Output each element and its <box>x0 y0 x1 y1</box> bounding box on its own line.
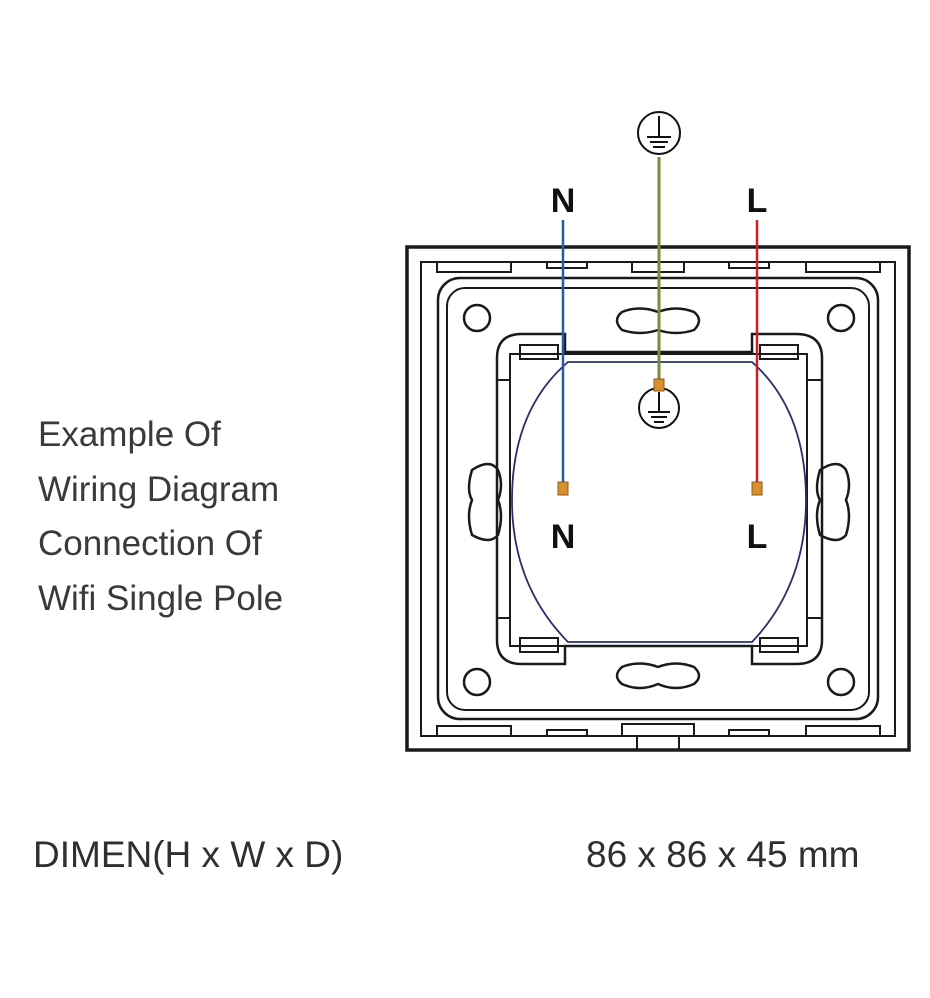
earth-ground-icon <box>637 111 681 155</box>
neutral-terminal <box>557 481 569 496</box>
neutral-top-label: N <box>551 182 576 220</box>
dimensions-label: DIMEN(H x W x D) <box>33 834 344 875</box>
earth-ground-terminal-icon <box>638 387 680 429</box>
caption-line: Example Of <box>38 415 221 454</box>
neutral-terminal-label: N <box>551 518 576 556</box>
live-terminal-label: L <box>747 518 768 556</box>
dimensions-value: 86 x 86 x 45 mm <box>586 834 860 875</box>
diagram-caption: Example Of Wiring Diagram Connection Of … <box>38 408 368 626</box>
caption-line: Wiring Diagram <box>38 469 280 509</box>
live-top-label: L <box>747 182 768 220</box>
live-terminal <box>751 481 763 496</box>
earth-terminal <box>653 378 665 392</box>
caption-line: Connection Of <box>38 524 262 563</box>
caption-line: Wifi Single Pole <box>38 578 284 618</box>
